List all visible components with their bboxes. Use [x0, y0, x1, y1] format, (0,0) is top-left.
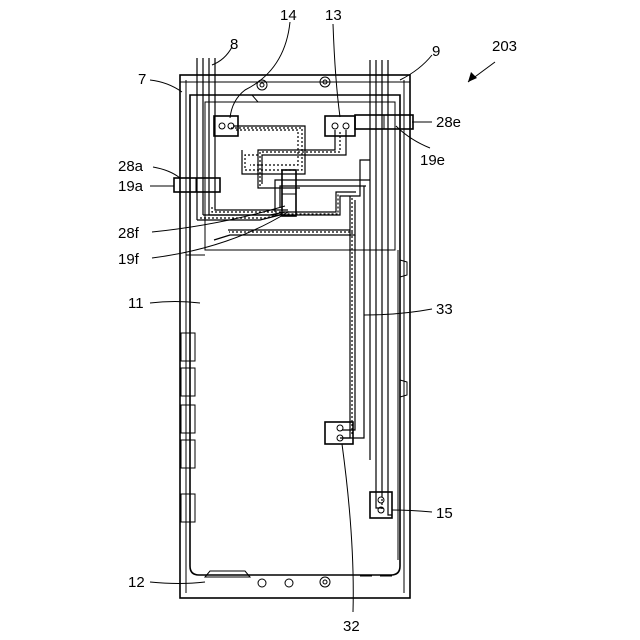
- label-11: 11: [128, 295, 144, 312]
- figure-ref-label: 203: [492, 38, 517, 55]
- clip-28f-19f: [282, 170, 296, 216]
- label-14: 14: [280, 7, 297, 24]
- reference-labels: 203 14 13 8 9 7 28e 19e 28a 19a 28f 19f …: [118, 7, 517, 635]
- label-13: 13: [325, 7, 342, 24]
- bottom-features: [205, 571, 392, 587]
- label-28f: 28f: [118, 225, 140, 242]
- top-harness-bundles: [197, 58, 388, 495]
- connector-15: [370, 492, 392, 518]
- label-33: 33: [436, 301, 453, 318]
- label-7: 7: [138, 71, 146, 88]
- label-19f: 19f: [118, 251, 140, 268]
- label-19a: 19a: [118, 178, 144, 195]
- label-19e: 19e: [420, 152, 445, 169]
- label-9: 9: [432, 43, 440, 60]
- label-12: 12: [128, 574, 145, 591]
- connector-32: [325, 422, 353, 444]
- label-15: 15: [436, 505, 453, 522]
- cable-routing: [197, 126, 392, 515]
- left-side-connectors: [181, 333, 195, 522]
- label-32: 32: [343, 618, 360, 635]
- label-8: 8: [230, 36, 238, 53]
- label-28a: 28a: [118, 158, 144, 175]
- label-28e: 28e: [436, 114, 461, 131]
